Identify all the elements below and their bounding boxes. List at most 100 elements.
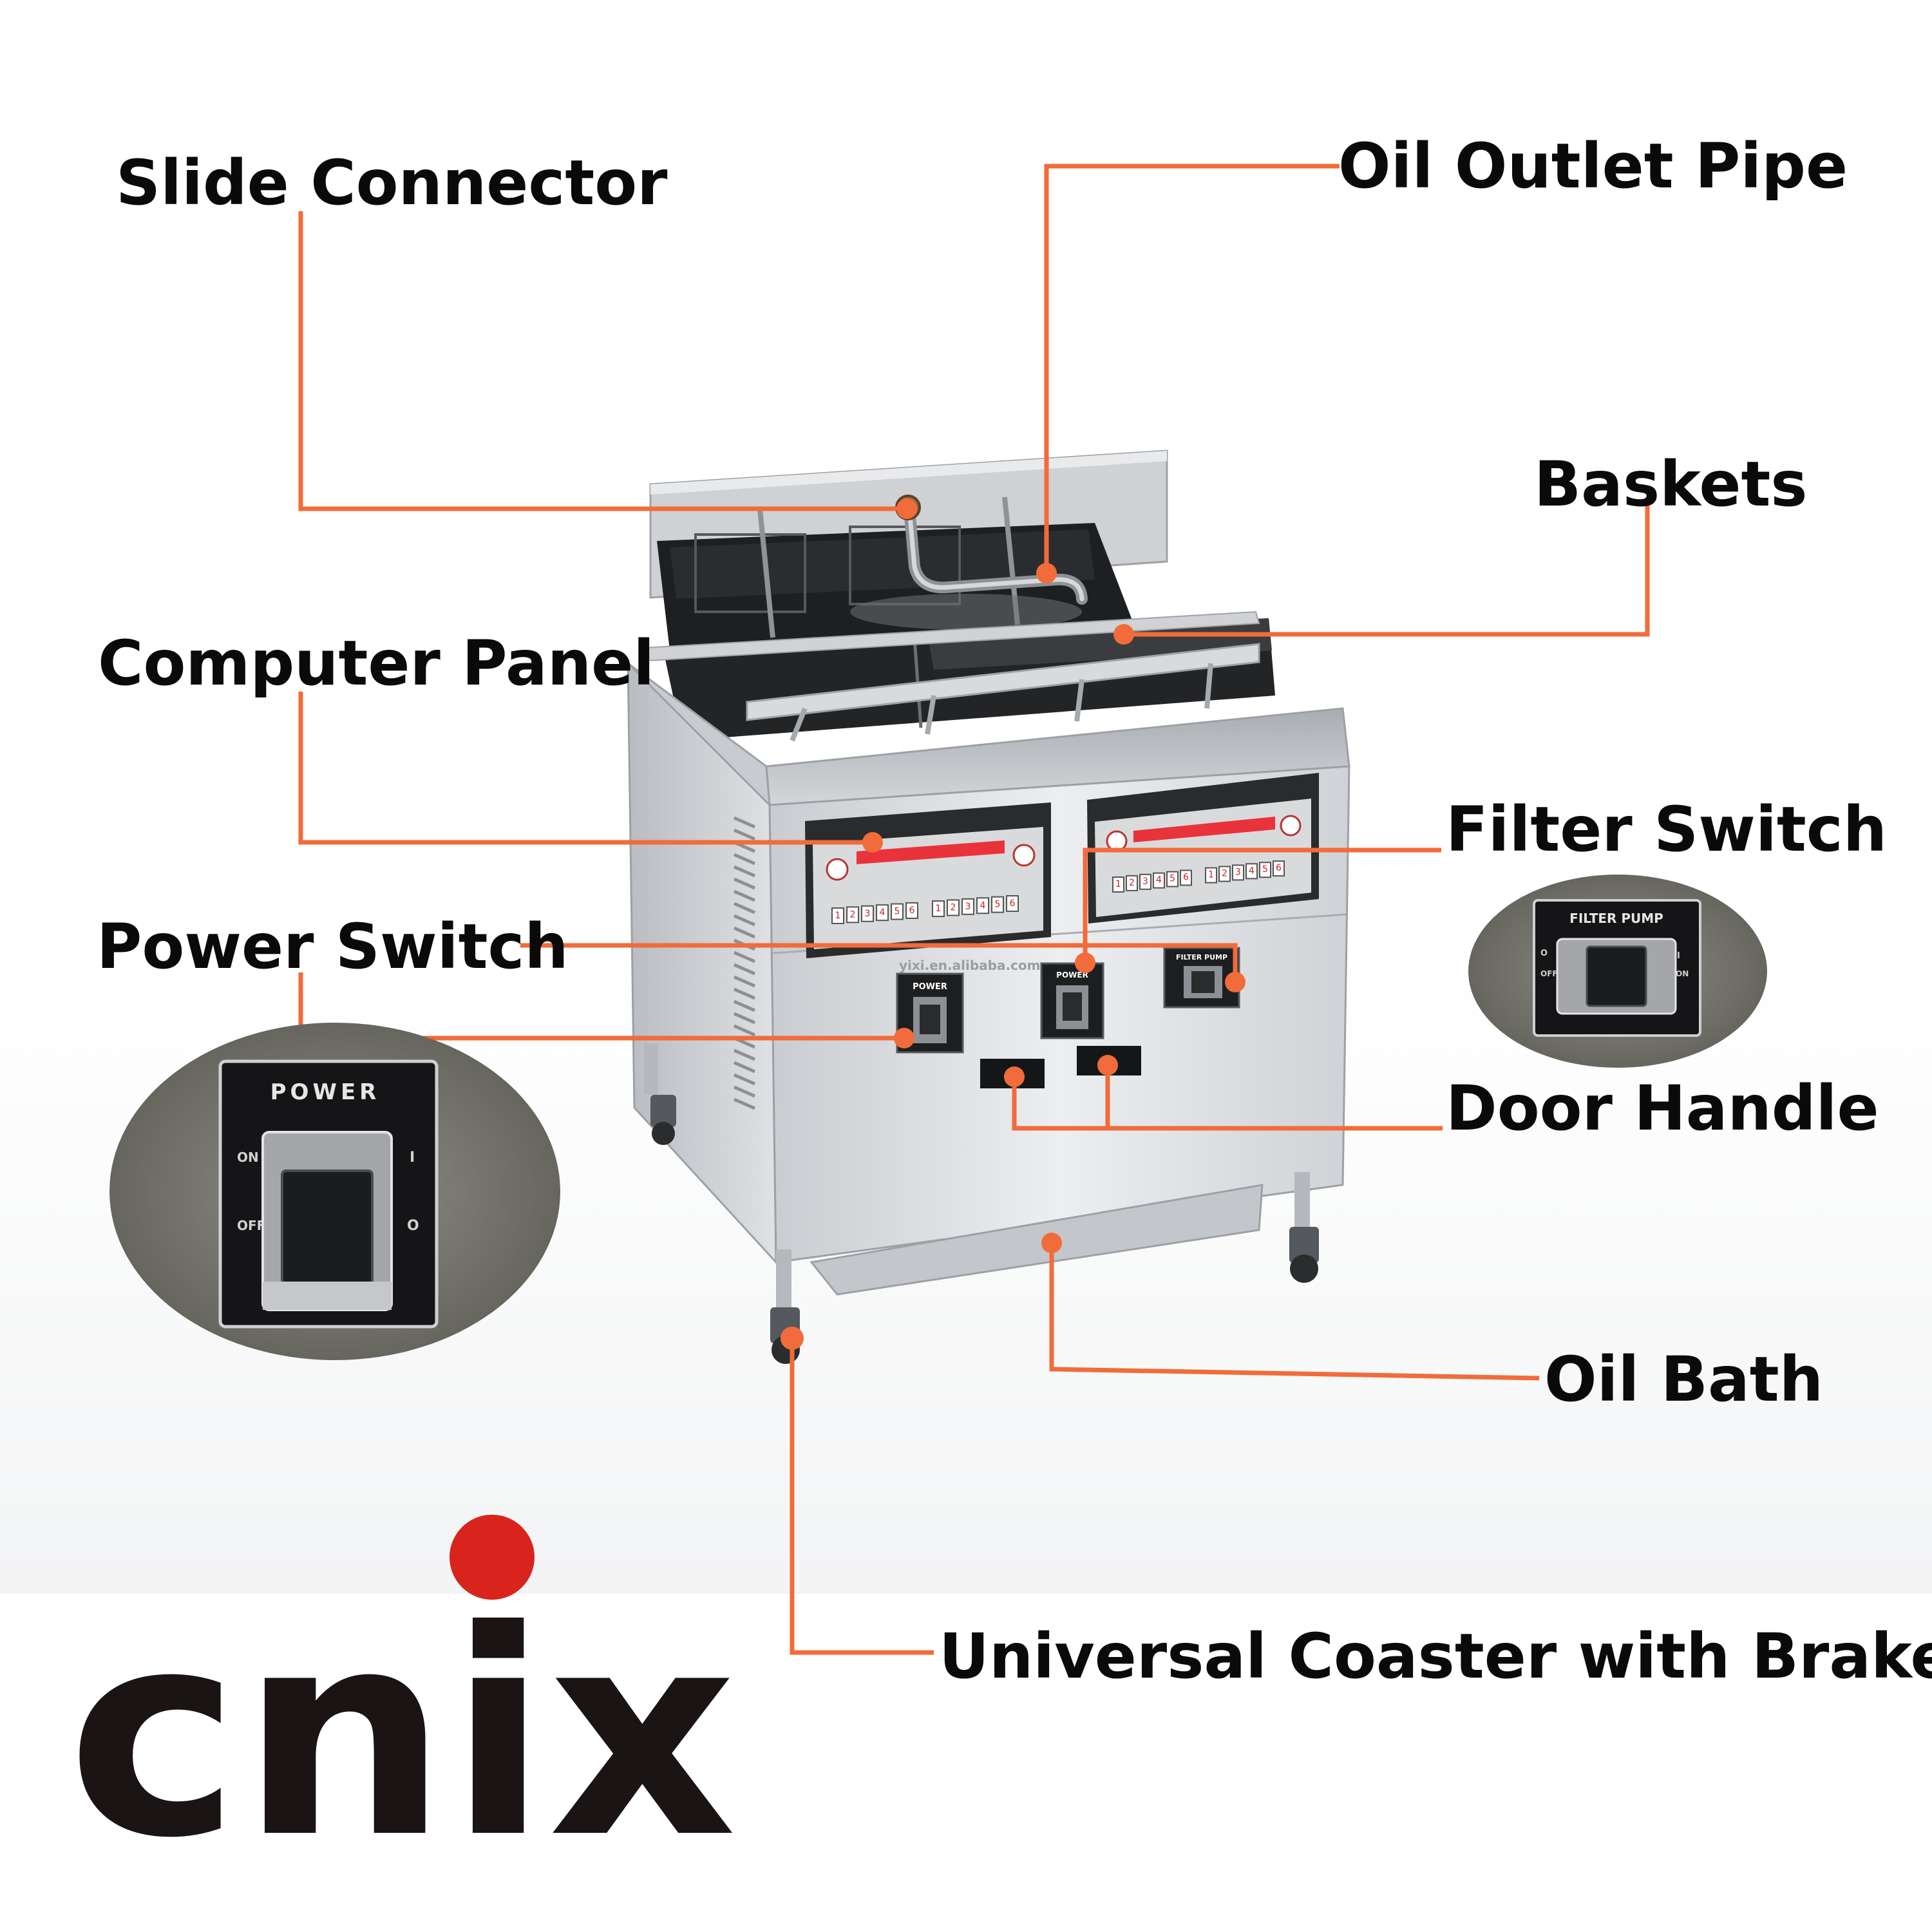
vent-slot (733, 816, 756, 829)
watermark: yixi.en.alibaba.com (899, 958, 1041, 973)
keypad-key (1139, 873, 1151, 890)
zoom-power-off-label: OFF (237, 1218, 265, 1233)
keypad-key (932, 900, 945, 918)
keypad-key (846, 906, 859, 923)
zoom-power-title: POWER (270, 1079, 381, 1105)
keypad-key-digit: 6 (909, 905, 915, 916)
zoom-filter-switch: FILTER PUMP O OFF I ON (1468, 875, 1767, 1068)
vent-slot (733, 1085, 756, 1098)
vent-slot (733, 975, 756, 988)
callout-oil-outlet-pipe (1044, 164, 1340, 573)
zoom-power-on-label: ON (237, 1150, 259, 1165)
keypad-key (947, 899, 960, 916)
keypad-key-digit: 2 (951, 902, 956, 913)
vent-slot (733, 853, 756, 866)
vent-slot (733, 963, 756, 976)
keypad-key-digit: 5 (895, 907, 900, 917)
callout-door-handle-left (1012, 1077, 1443, 1131)
keypad-key (1232, 864, 1244, 881)
vent-slot (733, 889, 756, 902)
display-right (1133, 817, 1275, 842)
label-door-handle: Door Handle (1446, 1072, 1879, 1144)
vent-slot (733, 828, 756, 841)
vent-slot (733, 1073, 756, 1086)
zoom-power-switch: POWER ON OFF I O (109, 1023, 560, 1360)
filter-pump-switch-title: FILTER PUMP (1176, 953, 1227, 961)
callout-dots (781, 498, 1245, 1350)
power-switch-left-title: POWER (913, 982, 947, 992)
keypad-key (1153, 872, 1165, 889)
oil-bath-graphic (810, 1184, 1264, 1296)
brand-dot (450, 1515, 535, 1600)
keypad-key-digit: 2 (850, 909, 856, 920)
keypad-key-digit: 3 (865, 909, 871, 919)
label-baskets: Baskets (1534, 448, 1808, 520)
label-filter-switch: Filter Switch (1446, 793, 1888, 866)
vent-slot (733, 1048, 756, 1061)
keypad-key (1006, 895, 1019, 913)
keypad-key-digit: 1 (1208, 870, 1214, 880)
keypad-key-digit: 6 (1010, 898, 1016, 909)
keypad-key (1126, 875, 1138, 891)
label-oil-bath: Oil Bath (1544, 1343, 1824, 1416)
label-slide-connector: Slide Connector (116, 147, 668, 219)
label-universal-coaster: Universal Coaster with Brake (939, 1620, 1932, 1692)
callout-baskets (1124, 505, 1650, 637)
callout-slide-connector (298, 211, 907, 511)
power-switch-right: POWER (1040, 962, 1104, 1039)
keypad-key-digit: 4 (1156, 875, 1162, 886)
vent-slot (733, 987, 756, 1000)
label-oil-outlet-pipe: Oil Outlet Pipe (1338, 130, 1848, 202)
vent-slot (733, 1012, 756, 1025)
keypad-key-digit: 4 (980, 900, 986, 911)
keypad-key-digit: 3 (965, 902, 971, 912)
keypad-key-digit: 4 (880, 907, 886, 918)
keypad-key-digit: 5 (1170, 874, 1175, 884)
vent-slot (733, 914, 756, 927)
vent-slot (733, 1061, 756, 1074)
keypad-key (976, 897, 989, 914)
zoom-filter-on-label: ON (1676, 969, 1689, 978)
keypad-key (831, 907, 844, 924)
keypad-key (1205, 867, 1217, 884)
vent-slot (733, 1024, 756, 1037)
casters (644, 1043, 1319, 1364)
callout-computer-panel (298, 692, 873, 845)
keypad-key (891, 903, 904, 920)
keypad-key (1273, 860, 1285, 877)
keypad-key (1166, 871, 1179, 887)
callout-oil-bath (1049, 1243, 1540, 1381)
callout-universal-coaster (790, 1338, 934, 1655)
power-switch-right-title: POWER (1056, 971, 1088, 980)
keypad-key-digit: 3 (1142, 876, 1148, 887)
keypad-key-digit: 1 (936, 904, 942, 914)
callout-filter-switch (1083, 848, 1441, 960)
zoom-filter-on-symbol: I (1677, 951, 1680, 961)
vent-slot (733, 926, 756, 939)
keypad-key-digit: 4 (1249, 866, 1255, 876)
zoom-power-on-symbol: I (410, 1150, 415, 1166)
zoom-filter-title: FILTER PUMP (1569, 911, 1663, 926)
keypad-key-digit: 1 (1115, 879, 1121, 889)
keypad-key (961, 898, 974, 915)
keypad-key (1112, 876, 1124, 893)
keypad-key-digit: 1 (835, 911, 841, 921)
zoom-filter-off-label: OFF (1540, 969, 1558, 978)
vent-slot (733, 951, 756, 963)
vent-slot (733, 877, 756, 890)
keypad-key-digit: 2 (1222, 869, 1227, 879)
keypad-key-digit: 6 (1183, 873, 1189, 883)
keypad-key (861, 905, 874, 922)
zoom-power-off-symbol: O (407, 1218, 419, 1234)
keypad-key-digit: 3 (1235, 867, 1241, 877)
vent-slot (733, 1097, 756, 1110)
keypad-key (1218, 866, 1231, 882)
keypad-key-digit: 2 (1129, 878, 1135, 888)
keypad-key (1245, 863, 1258, 880)
zoom-filter-off-symbol: O (1540, 949, 1548, 958)
keypad-key-digit: 5 (1262, 864, 1268, 875)
side-vents (733, 816, 756, 1110)
keypad-key (876, 904, 889, 922)
